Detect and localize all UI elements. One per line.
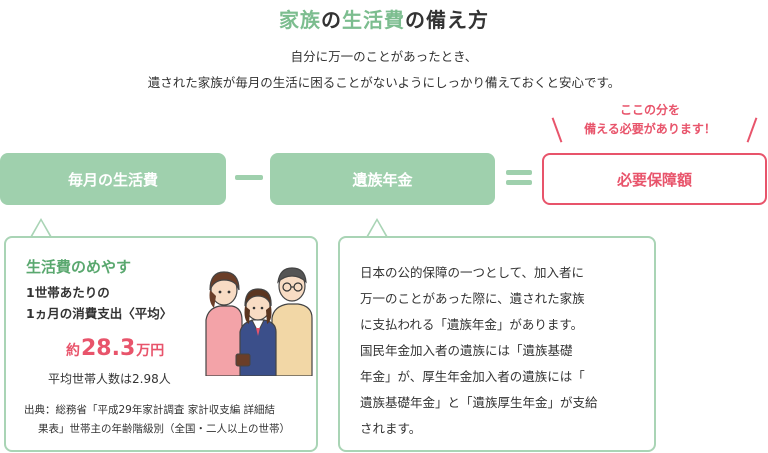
household-size: 平均世帯人数は2.98人 [48, 372, 171, 386]
pension-line-5: 年金」が、厚生年金加入者の遺族には「 [360, 369, 585, 384]
living-cost-description: 1世帯あたりの 1ヵ月の消費支出〈平均〉 [26, 282, 172, 324]
survivor-pension-description: 日本の公的保障の一つとして、加入者に 万一のことがあった際に、遺された家族 に支… [360, 260, 642, 442]
description-line-2: 1ヵ月の消費支出〈平均〉 [26, 306, 173, 321]
source-line-1: 出典：総務省「平成29年家計調査 家計収支編 詳細結 [24, 404, 276, 416]
pension-line-7: されます。 [360, 421, 422, 436]
intro-text: 自分に万一のことがあったとき、 遺された家族が毎月の生活に困ることがないようにし… [0, 44, 768, 96]
living-cost-pill: 毎月の生活費 [0, 153, 226, 205]
callout-line-1: ここの分を [619, 103, 680, 117]
amount-number: 28.3 [81, 336, 136, 361]
description-line-1: 1世帯あたりの [26, 285, 110, 300]
title-preparation: の備え方 [405, 8, 489, 32]
amount-prefix: 約 [66, 343, 80, 359]
intro-line-2: 遺された家族が毎月の生活に困ることがないようにしっかり備えておくと安心です。 [147, 75, 621, 90]
equals-sign-top [506, 170, 532, 175]
minus-sign [235, 175, 263, 180]
survivor-pension-pill: 遺族年金 [270, 153, 495, 205]
survivor-pension-card: 日本の公的保障の一つとして、加入者に 万一のことがあった際に、遺された家族 に支… [338, 236, 656, 452]
pension-line-1: 日本の公的保障の一つとして、加入者に [360, 265, 585, 280]
source-note: 出典：総務省「平成29年家計調査 家計収支編 詳細結 果表」世帯主の年齢階級別（… [24, 401, 314, 439]
required-coverage-pill: 必要保障額 [542, 153, 767, 205]
left-card-pointer [30, 218, 52, 237]
living-cost-card: 生活費のめやす 1世帯あたりの 1ヵ月の消費支出〈平均〉 約 28.3 万円 平… [4, 236, 318, 452]
living-cost-amount: 約 28.3 万円 [66, 336, 164, 361]
title-living-cost: 生活費 [342, 8, 405, 32]
intro-line-1: 自分に万一のことがあったとき、 [290, 49, 478, 64]
title-family: 家族 [279, 8, 321, 32]
pension-line-2: 万一のことがあった際に、遺された家族 [360, 291, 585, 306]
callout-right-mark [746, 117, 758, 143]
amount-unit: 万円 [136, 343, 165, 359]
page-title: 家族の生活費の備え方 [0, 4, 768, 33]
right-card-pointer [366, 218, 388, 237]
pension-line-3: に支払われる「遺族年金」があります。 [360, 317, 584, 332]
equals-sign-bottom [506, 180, 532, 185]
coverage-callout: ここの分を 備える必要があります！ [555, 101, 745, 139]
mother-figure [205, 271, 243, 376]
source-line-2: 果表」世帯主の年齢階級別（全国・二人以上の世帯） [38, 423, 290, 435]
family-illustration [205, 267, 313, 376]
title-particle: の [321, 8, 342, 32]
father-figure [271, 267, 313, 376]
daughter-figure [235, 288, 277, 376]
living-cost-heading: 生活費のめやす [26, 258, 132, 276]
pension-line-6: 遺族基礎年金」と「遺族厚生年金」が支給 [360, 395, 598, 410]
callout-line-2: 備える必要があります！ [584, 122, 716, 136]
pension-line-4: 国民年金加入者の遺族には「遺族基礎 [360, 343, 573, 358]
